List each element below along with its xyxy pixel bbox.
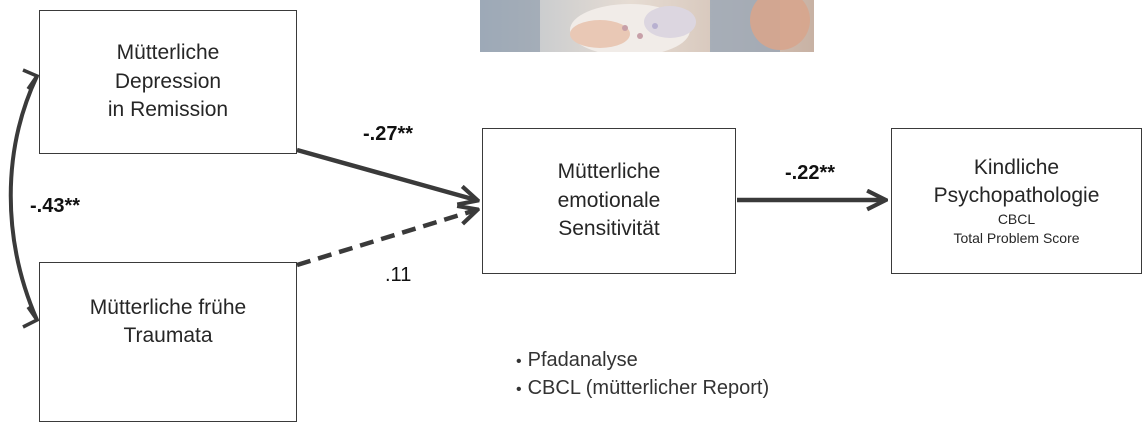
path-depression-sensitivity [296,147,476,200]
box-trauma-line2: Traumata [123,324,213,347]
coef-trauma-sensitivity: .11 [385,264,412,286]
correlation-curve [8,75,39,321]
box-depression-line1: Mütterliche [116,41,220,65]
box-emotional-sensitivity: Mütterliche emotionale Sensitivität [482,128,736,274]
box-psycho-line3: CBCL [997,211,1036,228]
box-psycho-line1: Kindliche [973,155,1060,179]
box-depression-line3: in Remission [107,98,229,122]
box-psycho-line4: Total Problem Score [953,230,1080,247]
correlation-arrowhead-top [22,68,40,90]
box-sensitivity-line3: Sensitivität [558,217,660,241]
note-item: Pfadanalyse [516,347,769,375]
coef-sensitivity-psychopathology: -.22** [785,162,836,184]
mother-baby-photo [480,0,814,52]
method-notes: Pfadanalyse CBCL (mütterlicher Report) [516,347,770,403]
box-sensitivity-line2: emotionale [557,188,661,212]
box-child-psychopathology: Kindliche Psychopathologie CBCL Total Pr… [891,128,1142,274]
path-trauma-sensitivity [296,210,476,268]
correlation-arrowhead-bottom [22,306,40,329]
box-depression-line2: Depression [114,69,222,93]
box-trauma-line1: Mütterliche frühe [89,295,247,319]
box-psycho-line2: Psychopathologie [933,184,1100,208]
box-maternal-early-trauma: Mütterliche frühe Traumata [39,262,297,422]
coef-correlation: -.43** [30,195,81,217]
box-maternal-depression: Mütterliche Depression in Remission [39,10,297,154]
box-sensitivity-line1: Mütterliche [557,160,661,184]
note-item: CBCL (mütterlicher Report) [516,375,770,403]
coef-depression-sensitivity: -.27** [363,123,414,145]
path-connectors [8,68,1148,329]
